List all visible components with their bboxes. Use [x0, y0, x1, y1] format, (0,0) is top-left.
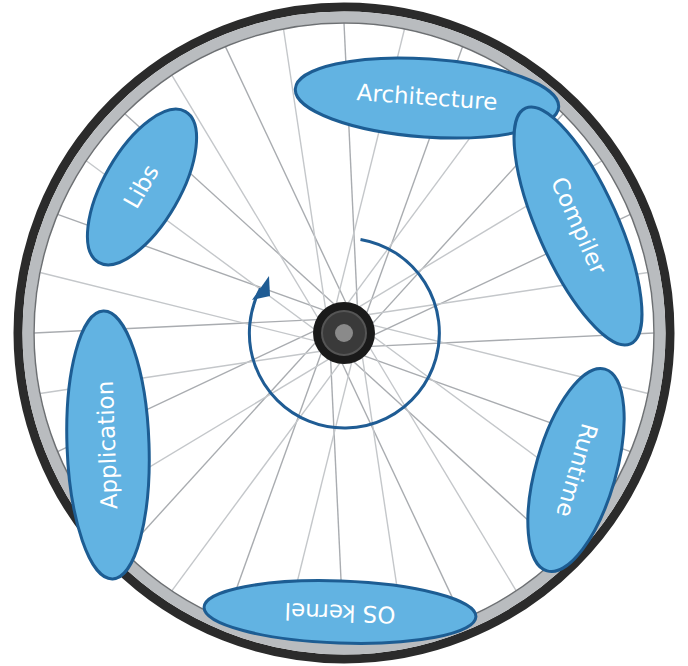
ellipse — [66, 93, 219, 282]
ellipse — [62, 310, 153, 581]
spokes — [34, 23, 654, 643]
node-label: OS kernel — [284, 597, 396, 626]
spoke — [125, 331, 326, 552]
ellipse — [489, 92, 667, 360]
arrow-head — [252, 276, 270, 300]
node-label: Application — [93, 380, 123, 509]
stage-ellipse: OS kernel — [201, 574, 479, 650]
rotation-arrow — [249, 239, 439, 428]
stage-ellipse: Application — [60, 308, 155, 583]
spoke — [335, 349, 462, 620]
axle — [335, 324, 353, 342]
rim — [28, 17, 660, 649]
ellipse — [509, 358, 644, 582]
hub — [313, 302, 375, 364]
stage-ellipse: Libs — [63, 90, 221, 284]
hub-flange — [322, 311, 366, 355]
spoke — [34, 319, 333, 333]
spoke — [172, 75, 326, 331]
tyre-rim — [18, 7, 670, 659]
rim-edge — [34, 23, 654, 643]
ellipse — [203, 576, 477, 647]
spoke — [225, 338, 326, 620]
spoke — [362, 335, 516, 591]
